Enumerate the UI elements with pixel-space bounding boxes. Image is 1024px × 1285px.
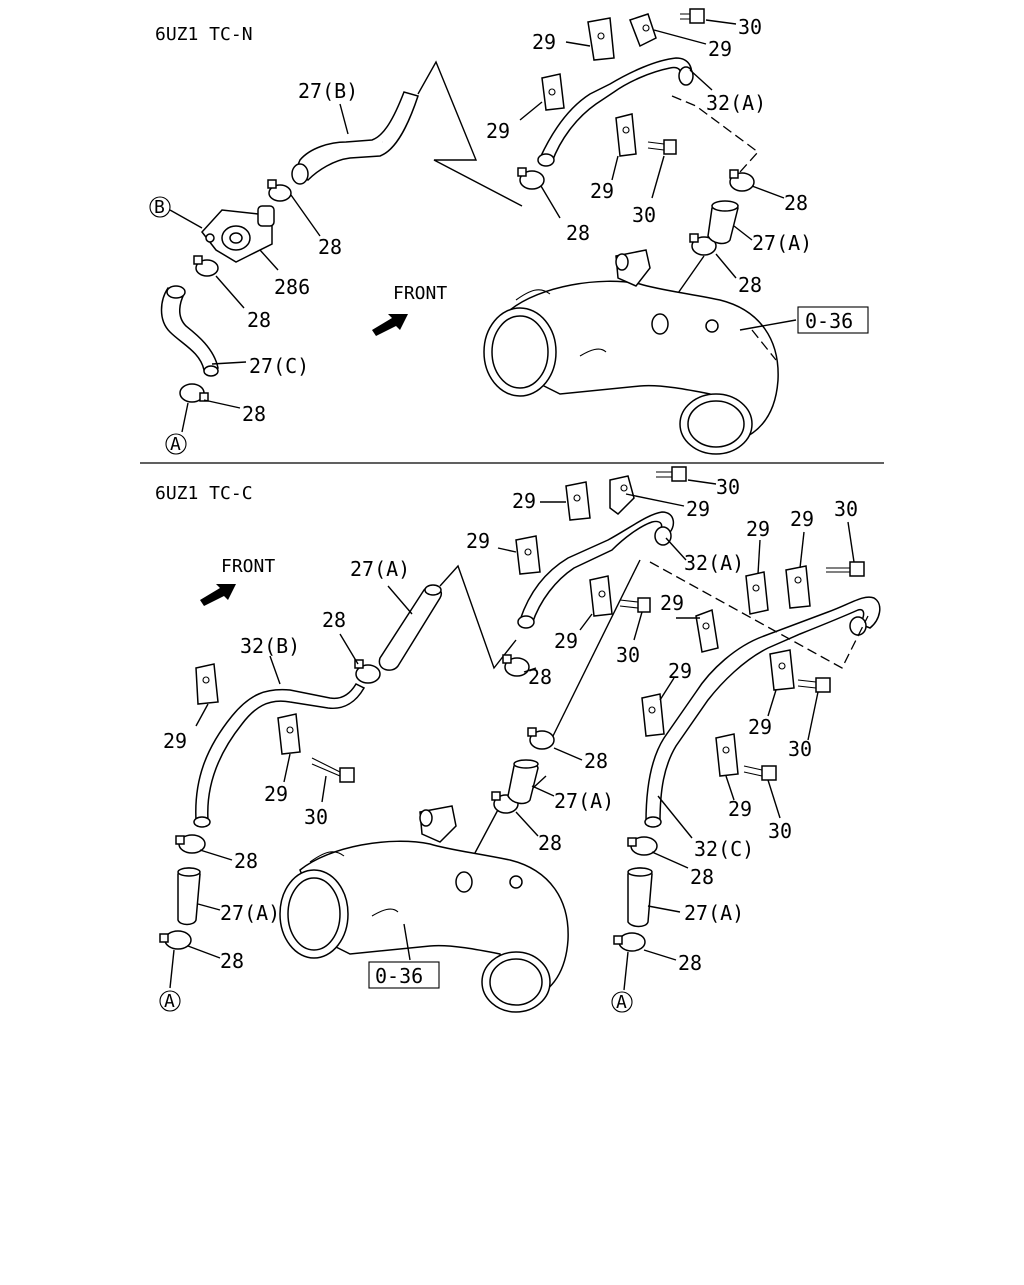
- label-28: 28: [318, 235, 342, 259]
- label-28: 28: [528, 665, 552, 689]
- marker-a-label: A: [170, 434, 181, 455]
- label-27a: 27(A): [350, 557, 410, 581]
- label-32c: 32(C): [694, 837, 754, 861]
- front-label: FRONT: [221, 556, 275, 577]
- label-29: 29: [708, 37, 732, 61]
- front-arrow-icon: [200, 584, 236, 606]
- label-30: 30: [738, 15, 762, 39]
- clip-29: [195, 475, 811, 777]
- label-27a: 27(A): [752, 231, 812, 255]
- label-286: 286: [274, 275, 310, 299]
- front-label: FRONT: [393, 283, 447, 304]
- label-30: 30: [632, 203, 656, 227]
- hose-27a: [627, 867, 653, 928]
- marker-b-label: B: [154, 197, 165, 218]
- marker-a: [165, 433, 187, 455]
- bolt-30: [311, 466, 865, 783]
- label-29: 29: [163, 729, 187, 753]
- label-28: 28: [322, 608, 346, 632]
- label-29: 29: [512, 489, 536, 513]
- bolt-30: [647, 8, 705, 155]
- hose-27c: [160, 287, 219, 371]
- clamp-28: [193, 255, 219, 277]
- label-29: 29: [790, 507, 814, 531]
- ref-label: 0-36: [805, 309, 853, 333]
- clamp-28: [179, 383, 209, 403]
- marker-a-label: A: [616, 992, 627, 1013]
- label-32a: 32(A): [706, 91, 766, 115]
- label-28: 28: [678, 951, 702, 975]
- section-tc-c: 6UZ1 TC-C FRONT: [155, 466, 881, 1013]
- label-27c: 27(C): [249, 354, 309, 378]
- label-30: 30: [716, 475, 740, 499]
- label-29: 29: [466, 529, 490, 553]
- label-27a: 27(A): [684, 901, 744, 925]
- label-29: 29: [686, 497, 710, 521]
- label-29: 29: [748, 715, 772, 739]
- label-32a: 32(A): [684, 551, 744, 575]
- marker-b: [149, 196, 171, 218]
- clip-29: [541, 13, 657, 157]
- section-tc-n: 6UZ1 TC-N B: [149, 8, 869, 455]
- label-30: 30: [768, 819, 792, 843]
- label-28: 28: [234, 849, 258, 873]
- section-title: 6UZ1 TC-N: [155, 24, 253, 45]
- label-29: 29: [486, 119, 510, 143]
- hose-27b: [294, 91, 419, 181]
- label-29: 29: [532, 30, 556, 54]
- ref-box-0-36: [797, 306, 869, 334]
- clamp-28: [354, 654, 530, 684]
- ref-box-0-36: [368, 961, 440, 989]
- front-arrow-icon: [372, 314, 408, 336]
- label-28: 28: [784, 191, 808, 215]
- ref-label: 0-36: [375, 964, 423, 988]
- pipe-32c: [645, 596, 881, 823]
- label-28: 28: [247, 308, 271, 332]
- label-29: 29: [668, 659, 692, 683]
- label-27a: 27(A): [220, 901, 280, 925]
- housing-0-36: [279, 805, 569, 1013]
- label-29: 29: [660, 591, 684, 615]
- label-30: 30: [304, 805, 328, 829]
- label-27a: 27(A): [554, 789, 614, 813]
- label-28: 28: [538, 831, 562, 855]
- clamp-28: [267, 179, 292, 202]
- label-29: 29: [554, 629, 578, 653]
- label-28: 28: [220, 949, 244, 973]
- label-30: 30: [834, 497, 858, 521]
- leader-lines: [417, 60, 523, 207]
- clamp-28: [517, 167, 755, 256]
- section-title: 6UZ1 TC-C: [155, 483, 253, 504]
- label-28: 28: [242, 402, 266, 426]
- label-28: 28: [690, 865, 714, 889]
- housing-0-36: [483, 249, 779, 455]
- hose-27a: [378, 585, 443, 671]
- label-29: 29: [728, 797, 752, 821]
- label-29: 29: [590, 179, 614, 203]
- label-27b: 27(B): [298, 79, 358, 103]
- label-28: 28: [566, 221, 590, 245]
- marker-a: [611, 991, 633, 1013]
- marker-a: [159, 990, 181, 1012]
- marker-a-label: A: [164, 991, 175, 1012]
- pipe-32b: [195, 683, 366, 821]
- clamp-28: [159, 727, 658, 952]
- label-30: 30: [616, 643, 640, 667]
- label-30: 30: [788, 737, 812, 761]
- part-286: [201, 205, 275, 263]
- label-28: 28: [738, 273, 762, 297]
- label-29: 29: [264, 782, 288, 806]
- label-28: 28: [584, 749, 608, 773]
- label-29: 29: [746, 517, 770, 541]
- label-32b: 32(B): [240, 634, 300, 658]
